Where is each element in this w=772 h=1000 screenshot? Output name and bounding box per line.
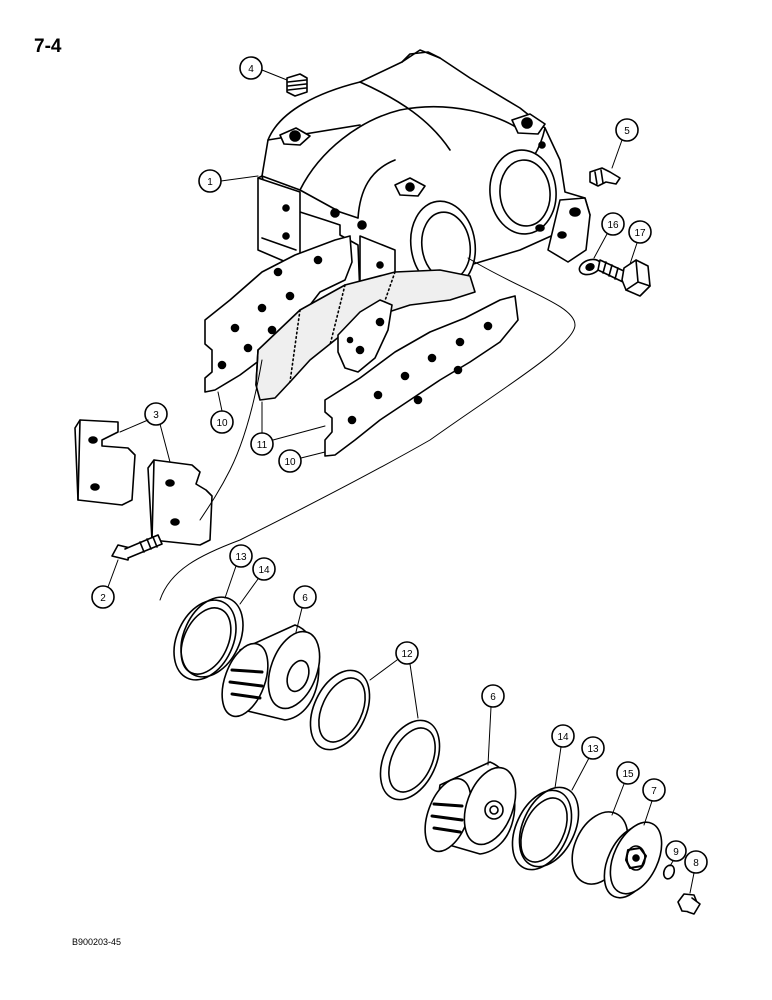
callout-13a: 13 [224, 544, 253, 599]
callout-2: 2 [91, 559, 119, 609]
callout-15: 15 [611, 761, 640, 816]
callout-10a: 10 [210, 391, 234, 434]
callout-5: 5 [611, 118, 639, 169]
callout-6a: 6 [293, 585, 317, 633]
svg-text:17: 17 [634, 228, 646, 239]
caliper-housing [257, 49, 591, 301]
svg-text:4: 4 [248, 64, 254, 75]
svg-text:7: 7 [651, 786, 657, 797]
svg-text:1: 1 [207, 177, 213, 188]
grease-fitting [589, 167, 621, 187]
washer [578, 258, 602, 276]
svg-text:13: 13 [587, 744, 599, 755]
svg-text:14: 14 [557, 732, 569, 743]
svg-text:9: 9 [673, 847, 679, 858]
page-number: 7-4 [34, 36, 62, 57]
callout-13b: 13 [571, 736, 605, 791]
bleeder-screw [286, 73, 308, 97]
callout-9: 9 [665, 840, 687, 867]
figure-code: B900203-45 [72, 937, 122, 947]
svg-text:15: 15 [622, 769, 634, 780]
callout-8: 8 [684, 850, 708, 894]
svg-text:11: 11 [257, 440, 268, 451]
callout-3: 3 [119, 402, 171, 463]
spacer-block-a [74, 419, 136, 506]
callout-1: 1 [198, 169, 259, 193]
callout-7: 7 [642, 778, 666, 826]
svg-text:2: 2 [100, 593, 106, 604]
callout-11: 11 [250, 401, 326, 456]
back-plate-right [324, 295, 519, 457]
assembly-guide-line-2 [199, 359, 263, 521]
assembly-guide-line [159, 257, 576, 601]
cap-screw [597, 259, 651, 297]
small-o-ring [662, 864, 676, 880]
bolt [111, 534, 163, 561]
wear-ring-b [379, 719, 441, 801]
callout-14b: 14 [551, 724, 575, 789]
svg-text:10: 10 [216, 418, 228, 429]
svg-text:6: 6 [302, 593, 308, 604]
piston-lower [424, 761, 517, 855]
callout-6b: 6 [481, 684, 505, 766]
callout-4: 4 [239, 56, 288, 81]
svg-text:5: 5 [624, 126, 630, 137]
svg-text:3: 3 [153, 410, 159, 421]
seal-ring-lower [511, 786, 580, 871]
wear-ring-a [309, 669, 371, 751]
piston-upper [221, 624, 321, 721]
spacer-block-b [147, 459, 213, 546]
svg-text:10: 10 [284, 457, 296, 468]
callout-17: 17 [628, 220, 652, 265]
svg-text:12: 12 [401, 649, 413, 660]
svg-text:6: 6 [490, 692, 496, 703]
callout-12: 12 [369, 641, 419, 719]
callout-16: 16 [593, 212, 625, 259]
end-cap [603, 821, 663, 899]
svg-text:16: 16 [607, 220, 619, 231]
plug [677, 893, 701, 915]
callout-14a: 14 [239, 557, 276, 605]
svg-text:14: 14 [258, 565, 270, 576]
seal-ring-upper [173, 596, 244, 681]
callout-10b: 10 [278, 449, 326, 473]
svg-text:13: 13 [235, 552, 247, 563]
svg-text:8: 8 [693, 858, 699, 869]
